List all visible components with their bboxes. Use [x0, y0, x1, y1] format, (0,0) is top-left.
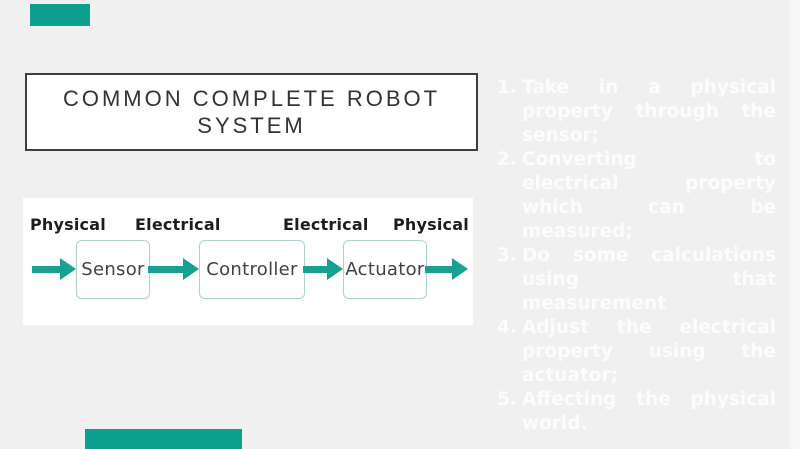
slide-title-line1: COMMON COMPLETE ROBOT	[62, 86, 441, 111]
list-item-line: measured;	[522, 221, 633, 242]
diagram-node-label: Actuator	[345, 259, 425, 280]
list-item-number: 1.	[497, 77, 517, 98]
diagram-node-controller: Controller	[199, 240, 305, 299]
list-item: 3. Do some calculations using that measu…	[497, 244, 776, 316]
diagram-node-sensor: Sensor	[76, 240, 150, 299]
list-item-number: 5.	[497, 389, 517, 410]
list-item-line: sensor;	[522, 125, 599, 146]
flow-arrow-icon	[303, 266, 328, 273]
diagram-label-physical-out: Physical	[393, 215, 469, 234]
teal-accent-top	[30, 4, 90, 26]
flow-arrow-icon	[327, 258, 343, 280]
list-item-number: 4.	[497, 317, 517, 338]
list-item-line: property using the	[522, 341, 776, 362]
list-item-line: which can be	[522, 197, 776, 218]
list-item: 1. Take in a physical property through t…	[497, 76, 776, 148]
flow-arrow-icon	[32, 266, 61, 273]
list-item-number: 2.	[497, 149, 517, 170]
right-edge-strip	[790, 0, 800, 449]
list-item-line: world.	[522, 413, 588, 434]
list-item-line: Take in a physical	[522, 77, 776, 98]
list-item-line: electrical property	[522, 173, 776, 194]
diagram-panel: Physical Electrical Electrical Physical …	[23, 198, 473, 325]
list-item: 4. Adjust the electrical property using …	[497, 316, 776, 388]
list-item: 5. Affecting the physical world.	[497, 388, 776, 436]
flow-arrow-icon	[183, 258, 199, 280]
list-item-line: Affecting the physical	[522, 389, 776, 410]
list-item-line: measurement	[522, 293, 666, 314]
list-item-line: Do some calculations	[522, 245, 776, 266]
list-item-line: property through the	[522, 101, 776, 122]
diagram-label-electrical-in: Electrical	[135, 215, 221, 234]
diagram-node-label: Sensor	[81, 259, 145, 280]
title-box: COMMON COMPLETE ROBOT SYSTEM	[25, 73, 478, 151]
diagram-node-actuator: Actuator	[343, 240, 427, 299]
flow-arrow-icon	[425, 266, 453, 273]
flow-arrow-icon	[452, 258, 468, 280]
diagram-label-physical-in: Physical	[30, 215, 106, 234]
flow-arrow-icon	[148, 266, 184, 273]
slide-title-line2: SYSTEM	[197, 113, 306, 138]
list-item-line: Adjust the electrical	[522, 317, 776, 338]
list-item-line: using that	[522, 269, 776, 290]
flow-arrow-icon	[60, 258, 76, 280]
diagram-node-label: Controller	[206, 259, 298, 280]
list-item: 2. Converting to electrical property whi…	[497, 148, 776, 244]
diagram-label-electrical-out: Electrical	[283, 215, 369, 234]
list-item-number: 3.	[497, 245, 517, 266]
list-item-line: Converting to	[522, 149, 776, 170]
teal-accent-bottom	[85, 429, 242, 449]
steps-list: 1. Take in a physical property through t…	[497, 76, 776, 436]
list-item-line: actuator;	[522, 365, 619, 386]
